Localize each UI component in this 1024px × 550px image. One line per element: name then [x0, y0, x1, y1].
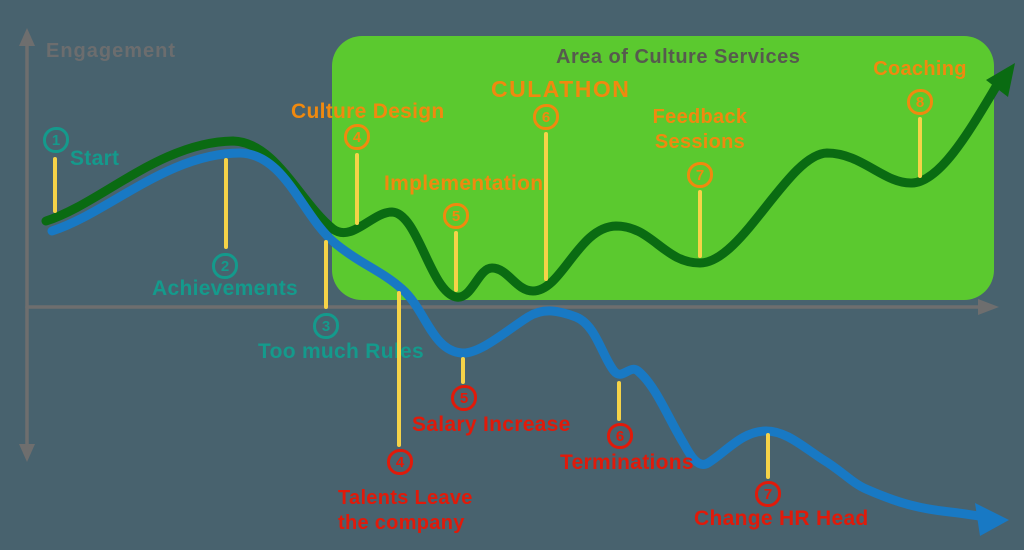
marker-achievements-label: Achievements: [152, 277, 298, 300]
culture-services-area-title: Area of Culture Services: [556, 46, 801, 68]
marker-salary-increase-label: Salary Increase: [412, 413, 571, 436]
marker-talents-leave-label-line1: Talents Leave: [338, 487, 473, 509]
marker-change-hr-head-label: Change HR Head: [694, 507, 869, 530]
marker-line: [397, 291, 401, 447]
marker-feedback-label-line1: Feedback: [652, 106, 748, 128]
marker-coaching-circle: 8: [907, 89, 933, 115]
marker-line: [766, 433, 770, 479]
y-axis-down-arrow-icon: [19, 444, 35, 462]
marker-line: [355, 153, 359, 225]
marker-culture-design-label: Culture Design: [291, 100, 445, 123]
marker-coaching-label: Coaching: [873, 58, 967, 80]
y-axis-up-arrow-icon: [19, 28, 35, 46]
marker-line: [224, 158, 228, 249]
falling-curve-arrow-icon: [975, 503, 1009, 536]
marker-start-label: Start: [70, 147, 120, 170]
marker-line: [454, 231, 458, 292]
marker-culture-design-circle: 4: [344, 124, 370, 150]
marker-line: [53, 157, 57, 213]
marker-implementation-circle: 5: [443, 203, 469, 229]
marker-talents-leave-circle: 4: [387, 449, 413, 475]
marker-change-hr-head-circle: 7: [755, 481, 781, 507]
culture-services-area: [332, 36, 994, 300]
marker-culathon-circle: 6: [533, 104, 559, 130]
marker-line: [461, 357, 465, 384]
y-axis-label: Engagement: [46, 40, 177, 62]
marker-line: [698, 190, 702, 258]
marker-culathon-label: CULATHON: [491, 76, 631, 102]
marker-start-circle: 1: [43, 127, 69, 153]
marker-implementation-label: Implementation: [384, 172, 544, 195]
marker-too-much-rules-label: Too much Rules: [258, 340, 424, 363]
marker-line: [324, 240, 328, 309]
marker-terminations-label: Terminations: [560, 451, 694, 474]
marker-talents-leave-label-line2: the company: [338, 512, 465, 534]
marker-too-much-rules-circle: 3: [313, 313, 339, 339]
engagement-falling-curve: [47, 148, 993, 522]
marker-achievements-circle: 2: [212, 253, 238, 279]
marker-terminations-circle: 6: [607, 423, 633, 449]
x-axis-right-arrow-icon: [978, 299, 999, 315]
marker-line: [544, 132, 548, 281]
marker-line: [918, 117, 922, 178]
rising-curve-arrow-icon: [986, 63, 1015, 97]
marker-line: [617, 381, 621, 421]
marker-feedback-label-line2: Sessions: [654, 131, 746, 153]
marker-salary-increase-circle: 5: [451, 385, 477, 411]
marker-feedback-circle: 7: [687, 162, 713, 188]
